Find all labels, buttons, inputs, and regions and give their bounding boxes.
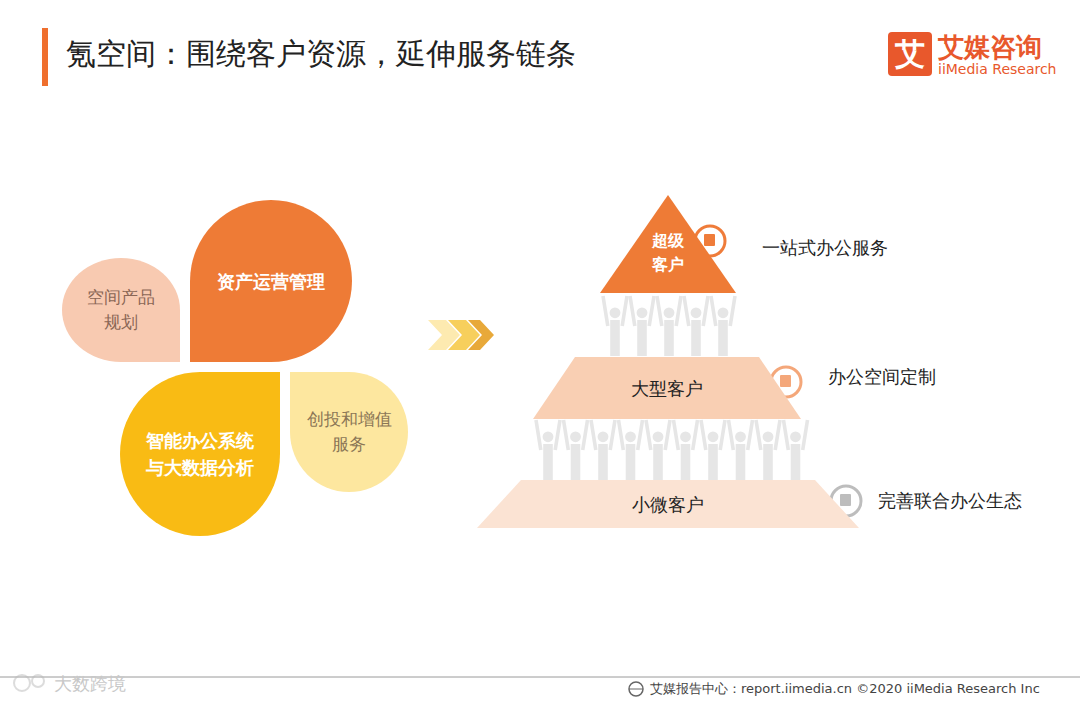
petal-shape: 空间产品 规划: [62, 258, 180, 362]
service-label: 一站式办公服务: [762, 236, 888, 260]
footer-rule: [0, 677, 1080, 678]
logo-subtitle: iiMedia Research: [938, 61, 1057, 77]
pyramid-layer: 超级 客户: [600, 195, 736, 293]
pyramid-layer: 小微客户: [477, 480, 859, 528]
logo-name: 艾媒咨询: [938, 30, 1042, 65]
watermark-icon: [14, 675, 44, 691]
node-text: 创投和增值 服务: [302, 407, 396, 458]
logo-square: [888, 32, 932, 76]
footer-globe: [629, 682, 643, 696]
petal-shape: 创投和增值 服务: [290, 372, 408, 492]
title-bar: [42, 28, 48, 86]
node-text: 超级 客户: [648, 229, 689, 277]
node-text: 智能办公系统 与大数据分析: [141, 427, 258, 481]
petal-shape: 资产运营管理: [190, 200, 352, 362]
node-text: 小微客户: [621, 491, 715, 518]
service-label: 办公空间定制: [828, 365, 936, 389]
chevrons: [428, 320, 494, 350]
logo-glyph: 艾: [889, 32, 931, 76]
footer-source: 艾媒报告中心：report.iimedia.cn ©2020 iiMedia R…: [650, 680, 1040, 698]
node-text: 空间产品 规划: [82, 285, 159, 336]
node-text: 大型客户: [620, 375, 714, 402]
pyramid-layer: 大型客户: [533, 357, 801, 419]
petal-shape: 智能办公系统 与大数据分析: [120, 372, 280, 536]
watermark: 大数跨境: [54, 672, 126, 696]
node-text: 资产运营管理: [211, 268, 330, 295]
service-label: 完善联合办公生态: [878, 489, 1022, 513]
page-title: 氪空间：围绕客户资源，延伸服务链条: [66, 34, 576, 75]
